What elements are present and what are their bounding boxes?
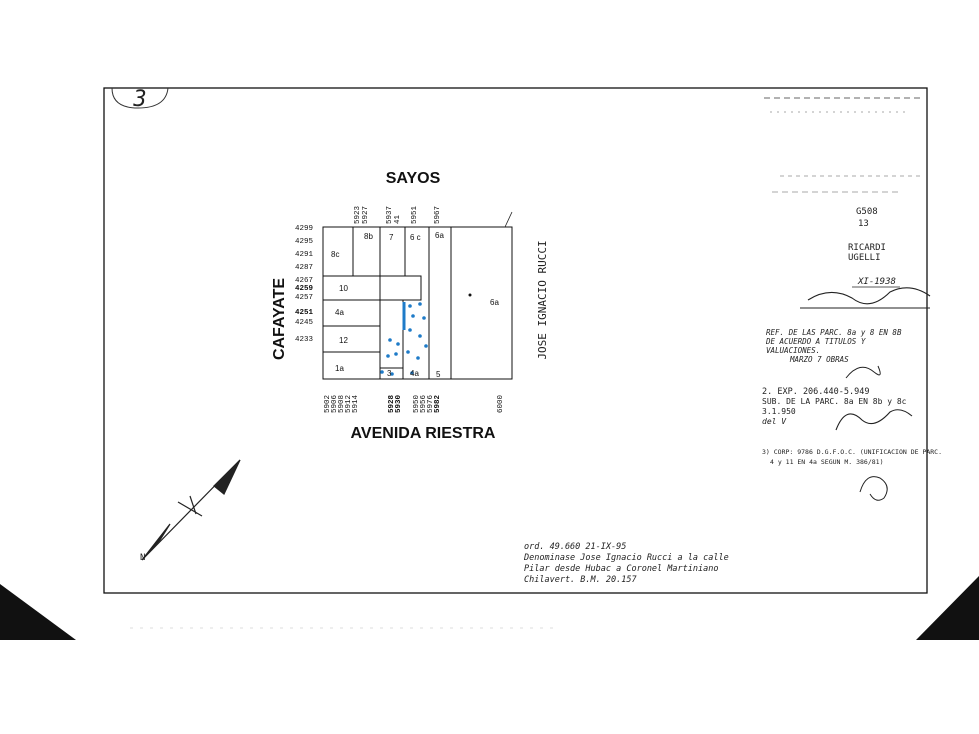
lot-4a-west: 4a <box>335 308 344 317</box>
lot-6a-east: 6a <box>490 298 499 307</box>
svg-text:MARZO 7 OBRAS: MARZO 7 OBRAS <box>789 355 849 364</box>
map-frame <box>103 87 928 594</box>
signature-2 <box>845 365 881 379</box>
lot-4a-south: 4a <box>410 369 419 378</box>
svg-text:3) CORP: 9786 D.G.F.O.C. (UNIF: 3) CORP: 9786 D.G.F.O.C. (UNIFICACION DE… <box>762 448 942 456</box>
north-door-numbers: 5923 5927 5937 41 5951 5967 <box>354 205 442 224</box>
north-arrow-icon <box>141 459 241 561</box>
stamp-code: G508 <box>856 207 878 217</box>
north-number: 5967 <box>434 206 442 224</box>
block-outline <box>322 226 513 380</box>
svg-text:REF. DE LAS PARC. 8a y 8 EN 8B: REF. DE LAS PARC. 8a y 8 EN 8B <box>766 328 902 337</box>
expediente-note: 2. EXP. 206.440-5.949 SUB. DE LA PARC. 8… <box>762 387 913 431</box>
stamp-code-2: 13 <box>858 219 869 229</box>
west-door-numbers: 4299 4295 4291 4287 4267 4259 4257 4251 … <box>295 225 314 344</box>
lot-8c: 8c <box>331 250 339 259</box>
edge-tick <box>504 211 513 228</box>
svg-text:del V: del V <box>762 417 787 426</box>
lot-7: 7 <box>389 233 394 242</box>
binding-mark-right <box>916 576 979 640</box>
lot-5: 5 <box>436 370 441 379</box>
street-sayos: SAYOS <box>386 170 441 187</box>
ordinance-note: ord. 49.660 21-IX-95 Denominase Jose Ign… <box>523 542 729 585</box>
south-number: 5912 <box>345 395 353 413</box>
svg-text:Denominase Jose Ignacio Rucci: Denominase Jose Ignacio Rucci a la calle <box>523 553 729 563</box>
west-number: 4291 <box>295 251 314 259</box>
west-number: 4259 <box>295 285 314 293</box>
lot-6a-north: 6a <box>435 231 444 240</box>
west-number: 4295 <box>295 238 314 246</box>
west-number: 4299 <box>295 225 313 233</box>
sheet-number-circle <box>111 87 169 109</box>
south-number: 5976 <box>427 394 435 413</box>
lot-6c: 6 c <box>410 233 421 242</box>
svg-text:3.1.950: 3.1.950 <box>762 407 796 416</box>
signature-4 <box>859 476 888 501</box>
svg-text:SUB. DE LA PARC. 8a EN 8b y 8c: SUB. DE LA PARC. 8a EN 8b y 8c <box>762 397 907 406</box>
corrp-note: 3) CORP: 9786 D.G.F.O.C. (UNIFICACION DE… <box>762 448 942 501</box>
north-number: 41 <box>394 214 402 224</box>
signature-3 <box>835 409 913 431</box>
south-number: 5956 <box>420 394 428 413</box>
svg-text:Pilar desde Hubac a Coronel Ma: Pilar desde Hubac a Coronel Martiniano <box>524 564 718 574</box>
lot-12: 12 <box>339 336 348 345</box>
west-number: 4257 <box>295 294 313 302</box>
north-arrow-label: N <box>140 553 145 563</box>
north-number: 5927 <box>362 206 370 224</box>
svg-text:DE ACUERDO A TITULOS Y: DE ACUERDO A TITULOS Y <box>765 337 866 346</box>
south-number: 5928 <box>388 394 396 413</box>
street-cafayate: CAFAYATE <box>271 278 288 360</box>
south-number: 5930 <box>395 394 403 413</box>
reference-note: REF. DE LAS PARC. 8a y 8 EN 8B DE ACUERD… <box>765 328 902 379</box>
binding-mark-left <box>0 584 76 640</box>
lot-10: 10 <box>339 284 348 293</box>
sheet-number: 3 <box>132 87 146 112</box>
lot-3: 3 <box>387 369 392 378</box>
svg-text:4 y 11 EN 4a SEGUN M. 386/81): 4 y 11 EN 4a SEGUN M. 386/81) <box>770 458 884 466</box>
highlight-dots <box>380 302 428 376</box>
south-number: 5982 <box>434 394 442 413</box>
svg-text:Chilavert. B.M. 20.: Chilavert. B.M. 20.157 <box>524 575 637 585</box>
survey-point <box>468 293 472 297</box>
svg-text:VALUACIONES.: VALUACIONES. <box>766 346 820 355</box>
south-number: 5950 <box>413 394 421 413</box>
south-number: 5908 <box>338 395 346 413</box>
stamp-name-2: UGELLI <box>848 253 881 263</box>
north-number: 5923 <box>354 205 362 224</box>
street-avenida-riestra: AVENIDA RIESTRA <box>351 425 496 442</box>
south-number: 5906 <box>331 394 339 413</box>
south-door-numbers: 5902 5906 5908 5912 5914 5928 5930 5950 … <box>324 394 505 413</box>
west-number: 4287 <box>295 264 313 272</box>
stamp-name: RICARDI <box>848 243 886 253</box>
west-number: 4233 <box>295 336 314 344</box>
lot-8b: 8b <box>364 232 373 241</box>
signature-1 <box>807 287 931 305</box>
title-stamp: G508 13 RICARDI UGELLI XI-1938 <box>764 97 931 309</box>
street-jose-ignacio-rucci: JOSE IGNACIO RUCCI <box>536 240 549 359</box>
west-number: 4251 <box>295 309 314 317</box>
south-number: 5902 <box>324 395 332 413</box>
lot-1a: 1a <box>335 364 344 373</box>
svg-text:2. EXP. 206.440-5.949: 2. EXP. 206.440-5.949 <box>762 387 869 397</box>
north-number: 5937 <box>386 206 394 224</box>
lot-labels: 8b 7 6 c 6a 8c 10 4a 12 1a 3 4a 5 6a <box>331 231 499 379</box>
svg-text:ord. 49.660 21-IX-95: ord. 49.660 21-IX-95 <box>524 542 626 552</box>
west-number: 4245 <box>295 319 314 327</box>
south-number: 6000 <box>497 394 505 413</box>
stamp-date: XI-1938 <box>857 277 896 287</box>
west-number: 4267 <box>295 277 313 285</box>
north-number: 5951 <box>411 205 419 224</box>
south-number: 5914 <box>352 394 360 413</box>
